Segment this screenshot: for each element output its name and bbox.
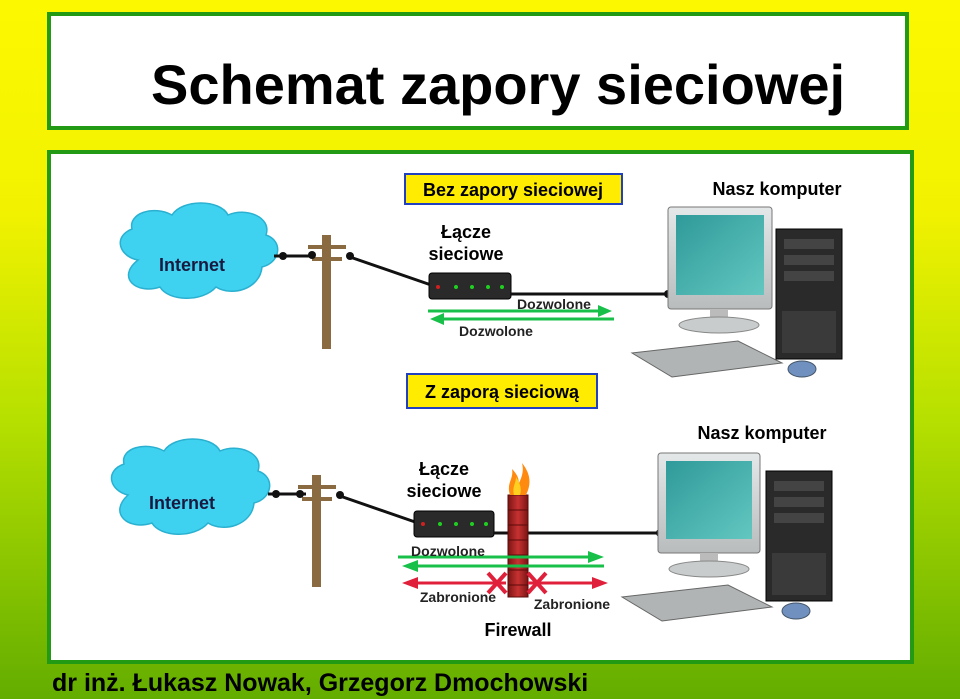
bottom-modem	[413, 510, 495, 538]
top-section: Bez zapory sieciowej Internet Łącze siec…	[119, 173, 843, 409]
top-heading-text: Bez zapory sieciowej	[423, 180, 603, 200]
firewall-wall	[507, 463, 530, 598]
bottom-computer	[620, 452, 833, 622]
bottom-section: Internet Łącze sieciowe	[110, 423, 833, 640]
bottom-link-label-2: sieciowe	[406, 481, 481, 501]
bottom-heading-text: Z zaporą sieciową	[425, 382, 580, 402]
block-x-left-icon	[486, 571, 508, 595]
title-box: Schemat zapory sieciowej	[47, 12, 909, 130]
slide-title: Schemat zapory sieciowej	[151, 53, 846, 116]
author-footer: dr inż. Łukasz Nowak, Grzegorz Dmochowsk…	[52, 669, 589, 697]
bottom-computer-label: Nasz komputer	[697, 423, 826, 443]
firewall-label: Firewall	[484, 620, 551, 640]
bottom-cable-2	[339, 494, 419, 525]
bottom-heading: Z zaporą sieciową	[406, 373, 598, 409]
bottom-link-label-1: Łącze	[419, 459, 469, 479]
top-arrow-right-label: Dozwolone	[517, 296, 591, 312]
top-link-label-2: sieciowe	[428, 244, 503, 264]
bottom-allowed-label: Dozwolone	[411, 543, 485, 559]
top-allowed-arrows: Dozwolone Dozwolone	[428, 296, 614, 339]
bottom-blocked-right-label: Zabronione	[534, 596, 610, 612]
firewall-diagram: Bez zapory sieciowej Internet Łącze siec…	[110, 173, 843, 640]
blocked-left-arrow: Zabronione	[402, 577, 506, 605]
top-arrow-left-label: Dozwolone	[459, 323, 533, 339]
top-heading: Bez zapory sieciowej	[404, 173, 623, 205]
bottom-cloud-label: Internet	[149, 493, 215, 513]
bottom-allowed-arrow-return	[402, 560, 604, 572]
bottom-blocked-left-label: Zabronione	[420, 589, 496, 605]
top-link-label-1: Łącze	[441, 222, 491, 242]
top-modem	[428, 272, 512, 300]
bottom-cloud: Internet	[110, 438, 271, 535]
bottom-allowed-arrow: Dozwolone	[398, 543, 604, 563]
block-x-right-icon	[526, 571, 548, 595]
top-computer	[630, 206, 843, 378]
top-cloud-label: Internet	[159, 255, 225, 275]
bottom-utility-pole	[296, 475, 344, 587]
top-computer-label: Nasz komputer	[712, 179, 841, 199]
top-cloud: Internet	[119, 202, 279, 299]
top-utility-pole	[308, 235, 354, 349]
top-cable-2	[349, 255, 435, 288]
